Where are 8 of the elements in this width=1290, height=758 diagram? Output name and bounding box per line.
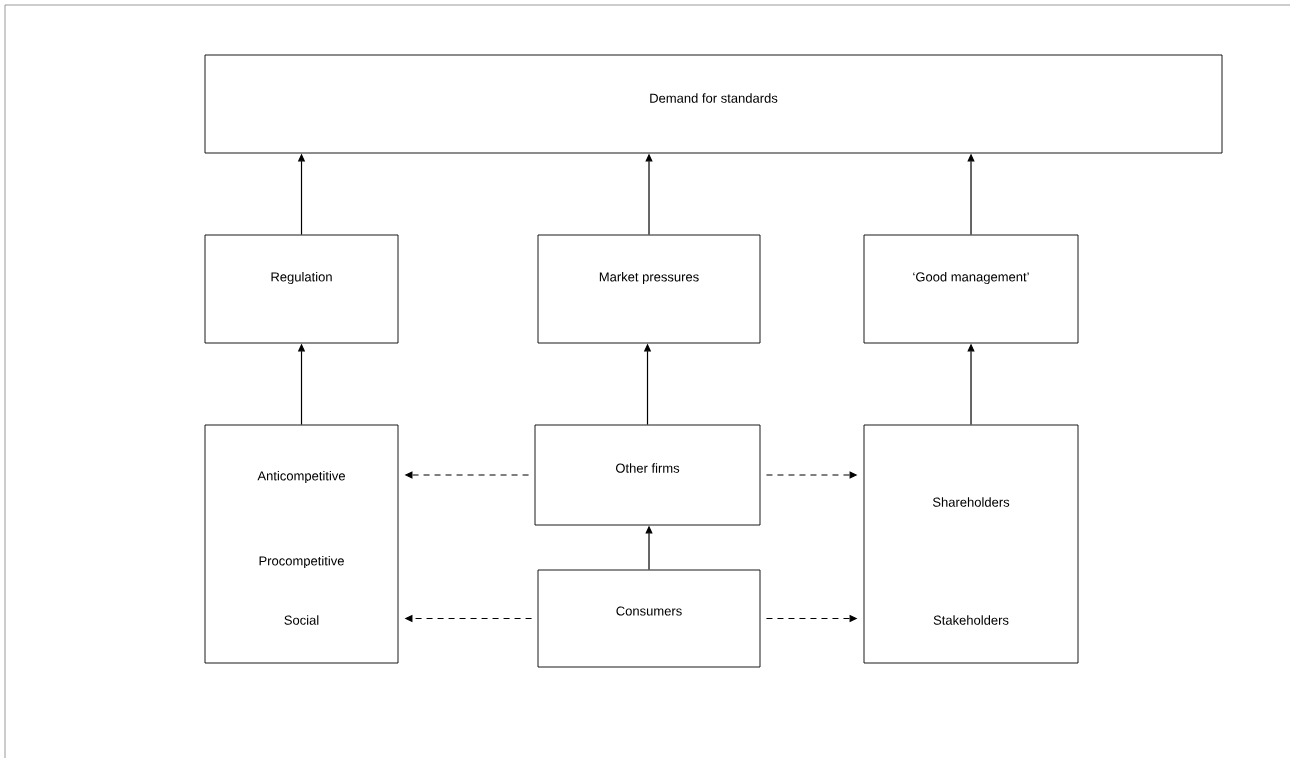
text-box: Market pressures <box>537 234 761 344</box>
text-box: Other firms <box>534 424 761 526</box>
text-box: Consumers <box>537 569 761 668</box>
text-box: ‘Good management’ <box>863 234 1079 344</box>
text-box: Regulation <box>204 234 399 344</box>
text-box: Shareholders Stakeholders <box>863 424 1079 664</box>
text-box: Anticompetitive Procompetitive Social <box>204 424 399 664</box>
text-box: Demand for standards <box>204 54 1223 154</box>
